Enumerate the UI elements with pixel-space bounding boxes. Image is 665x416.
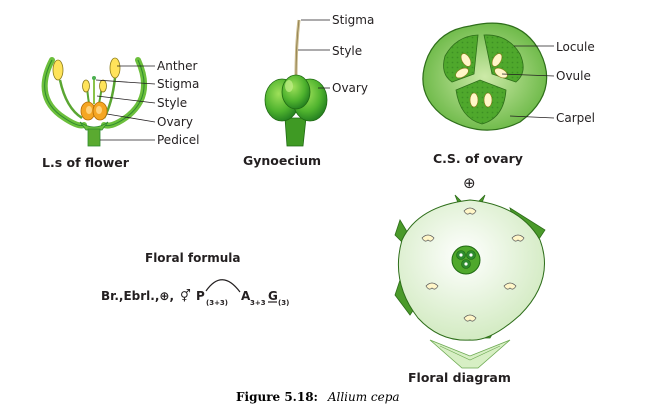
ovary-cs-drawing [422, 22, 555, 131]
floral-formula-heading: Floral formula [145, 251, 241, 265]
floral-diagram-drawing [394, 194, 546, 369]
figure-caption-number: Figure 5.18: [236, 390, 318, 404]
flower-ls-label-anther: Anther [157, 59, 198, 73]
flower-ls-drawing [41, 57, 156, 147]
floral-formula-perianth-sub: (3+3) [206, 299, 228, 307]
floral-diagram-caption: Floral diagram [408, 370, 511, 385]
floral-formula-androecium: A [241, 289, 251, 303]
floral-formula-gynoecium-sub: (3) [278, 299, 289, 307]
flower-ls-label-pedicel: Pedicel [157, 133, 199, 147]
floral-formula-androecium-sub: 3+3 [250, 299, 266, 307]
flower-ls-label-style: Style [157, 96, 187, 110]
ovary-cs-label-carpel: Carpel [556, 111, 595, 125]
floral-diagram-actinomorphic-symbol: ⊕ [463, 174, 476, 192]
gynoecium-label-ovary: Ovary [332, 81, 368, 95]
floral-formula-perianth: P [196, 289, 205, 303]
ovary-cs-caption: C.S. of ovary [433, 151, 523, 166]
gynoecium-caption: Gynoecium [243, 153, 321, 168]
ovary-cs-label-ovule: Ovule [556, 69, 591, 83]
floral-formula-sex-symbol: ⚥ [180, 289, 191, 303]
figure-caption: Figure 5.18: Allium cepa [236, 390, 400, 404]
floral-formula-adhesion-arc [205, 279, 241, 293]
gynoecium-label-style: Style [332, 44, 362, 58]
floral-formula-main: Br.,Ebrl.,⊕, [101, 289, 174, 303]
gynoecium-drawing [264, 19, 330, 147]
floral-formula-gynoecium: G [268, 289, 278, 303]
flower-ls-label-ovary: Ovary [157, 115, 193, 129]
figure-caption-species: Allium cepa [327, 390, 400, 404]
gynoecium-label-stigma: Stigma [332, 13, 374, 27]
flower-ls-label-stigma: Stigma [157, 77, 199, 91]
flower-ls-caption: L.s of flower [42, 155, 130, 170]
ovary-cs-label-locule: Locule [556, 40, 595, 54]
